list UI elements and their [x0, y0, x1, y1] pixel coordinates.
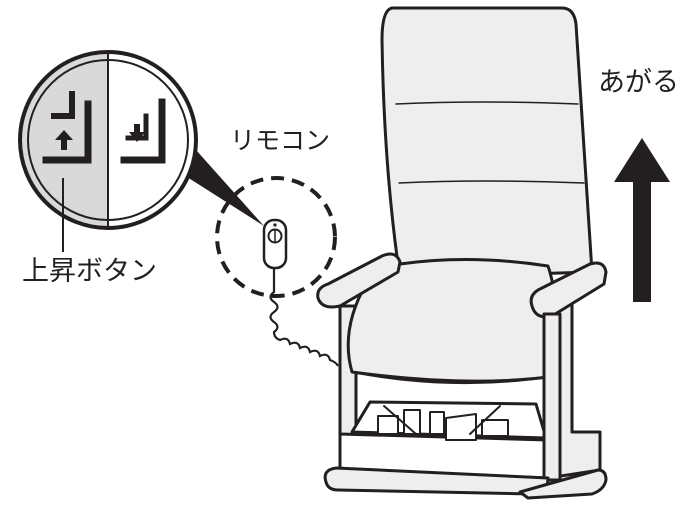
chair-right-arm-post	[544, 314, 560, 480]
up-button-label: 上昇ボタン	[22, 258, 157, 285]
chair-backrest	[382, 8, 592, 278]
raise-label: あがる	[598, 69, 679, 96]
remote-body	[264, 220, 286, 268]
lift-chair	[318, 8, 606, 498]
up-arrow-icon	[614, 138, 670, 302]
magnified-remote-view	[18, 50, 196, 252]
remote-label: リモコン	[230, 128, 330, 153]
